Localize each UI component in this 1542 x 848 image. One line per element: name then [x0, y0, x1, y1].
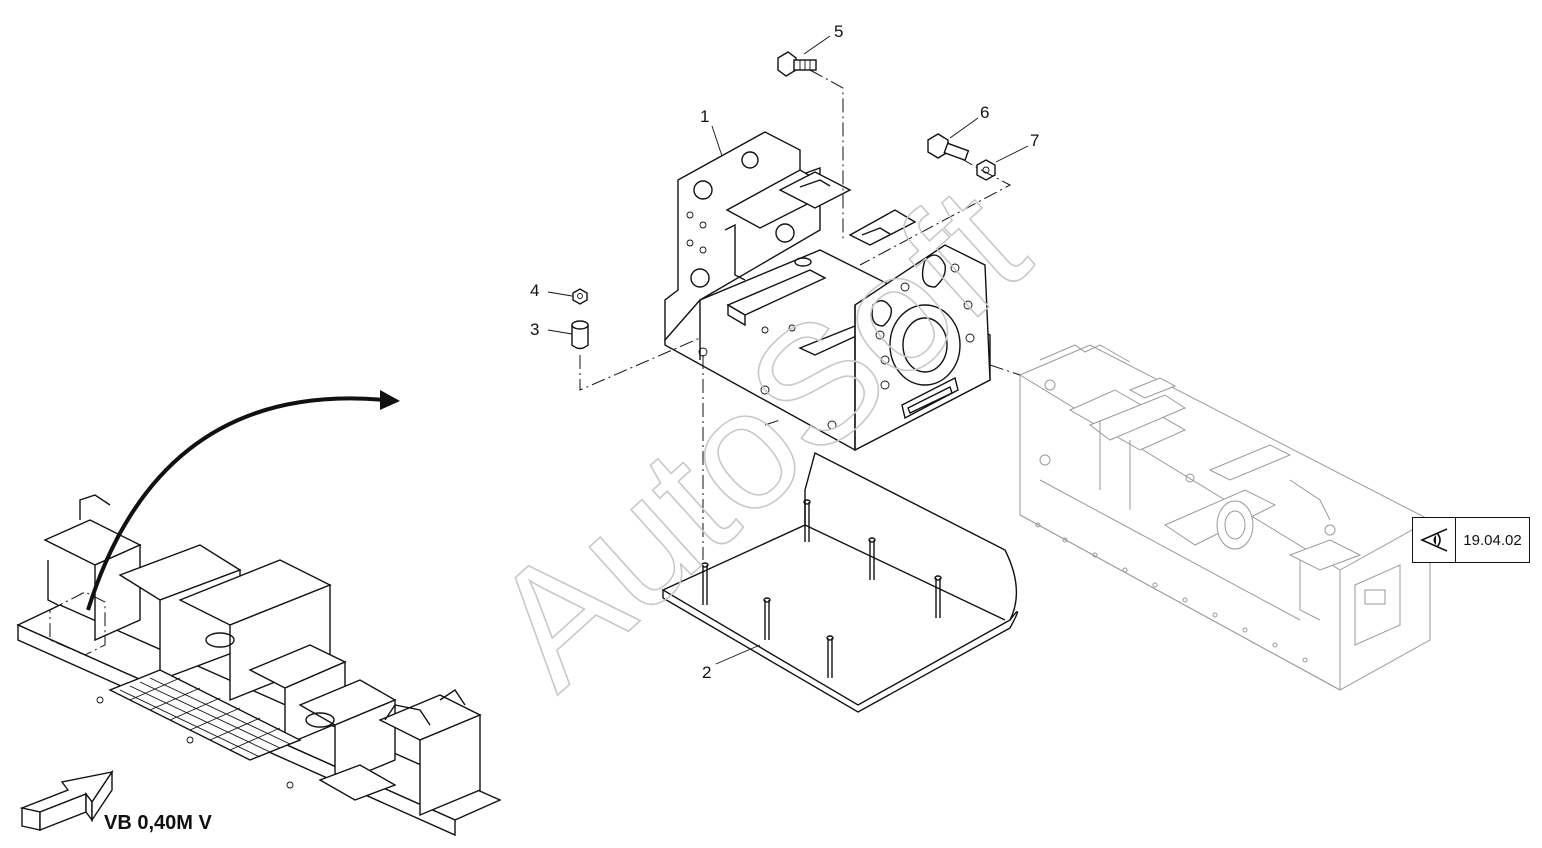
stud: [763, 597, 771, 640]
plate-studs: [701, 499, 942, 678]
part-3-spacer: [571, 320, 589, 350]
part-2-plate: [661, 451, 1019, 713]
callout-labels: 1 2 3 4 5 6 7: [530, 22, 1039, 682]
detail-area-marker: [49, 591, 106, 656]
part-6-bolt: [927, 133, 970, 162]
detail-pointer-arrow: [86, 390, 400, 611]
callout-6: 6: [980, 103, 989, 122]
machine-overview: [16, 494, 502, 837]
callout-7: 7: [1030, 131, 1039, 150]
callout-1: 1: [700, 107, 709, 126]
view-reference-code: 19.04.02: [1463, 531, 1522, 549]
stud: [826, 635, 834, 678]
callout-2: 2: [702, 663, 711, 682]
part-4-nut: [572, 288, 588, 305]
view-reference-box: 19.04.02: [1412, 517, 1530, 563]
stud: [934, 575, 942, 618]
part-5-bolt: [777, 51, 817, 77]
leader-lines: [547, 35, 1029, 665]
stud: [868, 537, 876, 580]
part-7-nut: [976, 159, 996, 181]
view-direction-arrow: [19, 769, 114, 832]
callout-3: 3: [530, 320, 539, 339]
part-1-bracket: [664, 131, 991, 452]
assembled-frame-ghost: [1019, 344, 1431, 691]
eye-icon: [1413, 518, 1456, 562]
stud: [803, 499, 811, 542]
assembly-centerlines: [579, 69, 1021, 560]
callout-4: 4: [530, 281, 539, 300]
stud: [701, 562, 709, 605]
machine-variant-label: VB 0,40M V: [104, 812, 212, 834]
callout-5: 5: [834, 22, 843, 41]
